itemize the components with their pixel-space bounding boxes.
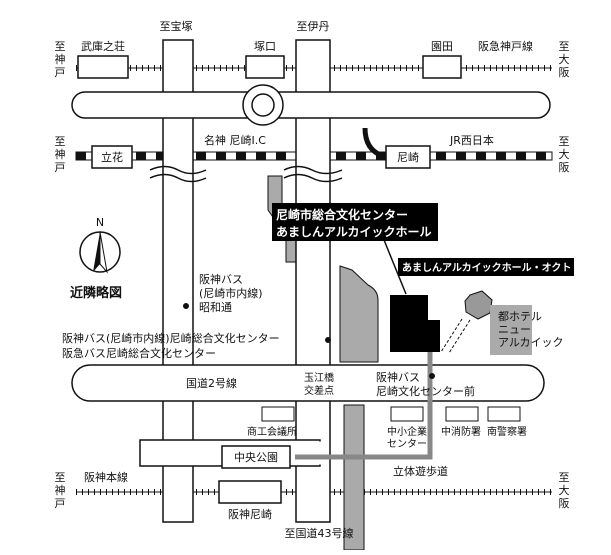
dir-osaka-3c: 阪 (559, 496, 570, 510)
map-labels: N 近隣略図 至宝塚 至伊丹 至 神 戸 至 大 阪 至 神 戸 至 大 阪 至… (55, 19, 572, 540)
tamae-2: 交差点 (304, 384, 334, 397)
north-arrow (79, 231, 121, 274)
bus-center-a: 阪神バス(尼崎市内線)尼崎総合文化センター (62, 331, 280, 345)
station-mukonosou: 武庫之荘 (81, 39, 125, 53)
line-meishin: 名神 尼崎I.C (204, 133, 266, 147)
dir-kobe-2a: 至 (55, 135, 66, 148)
roundabout (242, 84, 284, 126)
hotel-line-1: 都ホテル (498, 310, 542, 323)
walkway-label: 立体遊歩道 (393, 464, 448, 478)
bus-front-2: 尼崎文化センター前 (376, 384, 475, 398)
place-keisatsu: 南警察署 (487, 425, 527, 438)
line-hanshin: 阪神本線 (84, 470, 128, 484)
octo-label (398, 258, 574, 276)
venue-label (272, 203, 438, 241)
station-sonoda: 園田 (431, 40, 453, 53)
hotel-line-2: ニュー (498, 323, 531, 336)
bus-stop-dots (183, 303, 435, 379)
dir-osaka-2b: 大 (559, 147, 570, 161)
place-shoko: 商工会議所 (247, 425, 297, 438)
dir-osaka-3b: 大 (559, 483, 570, 497)
dir-osaka-1c: 阪 (559, 65, 570, 79)
bus-shinai-1: 阪神バス (199, 272, 243, 286)
tamae-1: 玉江橋 (304, 371, 334, 384)
dir-kobe-3b: 神 (55, 483, 66, 497)
map-title: 近隣略図 (70, 285, 122, 301)
dir-kobe-1a: 至 (55, 40, 66, 53)
venue-name-1: 尼崎市総合文化センター (276, 207, 408, 222)
venue-building (383, 239, 532, 355)
hotel-line-3: アルカイック (498, 336, 564, 349)
bus-center-b: 阪急バス尼崎総合文化センター (62, 346, 216, 360)
dir-itami: 至伊丹 (297, 20, 330, 33)
place-chusho-2: センター (387, 438, 427, 450)
venue-octo: あましんアルカイックホール・オクト (402, 261, 571, 274)
road-breaks (149, 165, 343, 183)
station-boxes (77, 55, 462, 504)
dir-kobe-3c: 戸 (55, 497, 66, 510)
bus-front-1: 阪神バス (376, 370, 420, 384)
place-chusho-1: 中小企業 (387, 425, 427, 438)
line-jr: JR西日本 (449, 133, 494, 147)
north-label: N (96, 216, 104, 229)
dir-kobe-1c: 戸 (55, 66, 66, 79)
building-boxes (261, 406, 521, 422)
dir-kobe-3a: 至 (55, 471, 66, 484)
dir-takarazuka: 至宝塚 (160, 19, 193, 33)
station-amagasaki-jr: 尼崎 (397, 150, 419, 164)
dir-kobe-2b: 神 (55, 147, 66, 161)
road-route2: 国道2号線 (186, 376, 237, 390)
footpath (295, 352, 433, 460)
place-shobo: 中消防署 (441, 425, 481, 438)
junctions (164, 93, 329, 465)
dir-route43: 至国道43号線 (285, 526, 354, 540)
bus-shinai-3: 昭和通 (199, 301, 232, 314)
dir-osaka-2a: 至 (559, 135, 570, 148)
station-tsukaguchi: 塚口 (254, 40, 276, 53)
dir-osaka-1b: 大 (559, 52, 570, 66)
jr-branch (362, 127, 384, 159)
park-chuo-koen: 中央公園 (234, 451, 278, 464)
station-hanshin-amagasaki: 阪神尼崎 (228, 507, 272, 521)
dir-osaka-3a: 至 (559, 471, 570, 484)
station-tachibana: 立花 (101, 150, 123, 164)
bus-shinai-2: (尼崎市内線) (199, 286, 263, 300)
dir-osaka-1a: 至 (559, 40, 570, 53)
venue-name-2: あましんアルカイックホール (276, 225, 432, 239)
line-hankyu: 阪急神戸線 (478, 39, 533, 53)
dir-osaka-2c: 阪 (559, 160, 570, 174)
dir-kobe-2c: 戸 (55, 161, 66, 174)
dir-kobe-1b: 神 (55, 52, 66, 66)
